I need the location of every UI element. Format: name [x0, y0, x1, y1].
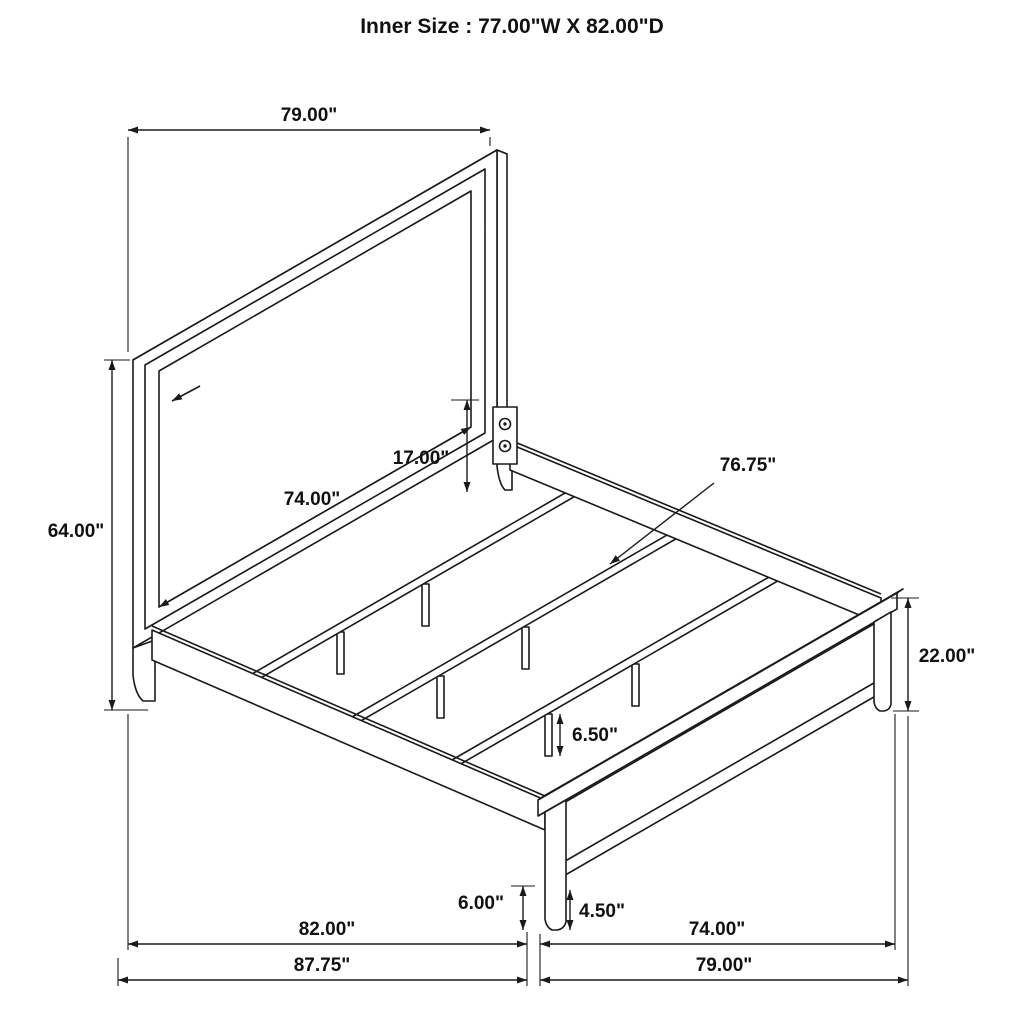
footboard-cap [537, 592, 898, 817]
dim-label-side-rail-length: 82.00" [299, 919, 356, 940]
dim-label-overall-width: 79.00" [696, 955, 753, 976]
rail-bracket [492, 406, 518, 465]
dim-label-footboard-width: 74.00" [689, 919, 746, 940]
footboard-bottom-rail-line [547, 675, 887, 872]
bracket-plate [492, 406, 518, 465]
dim-footboard-width: 74.00" [540, 919, 895, 948]
headboard-side-face [496, 149, 508, 445]
left-side-rail [151, 629, 546, 831]
dim-label-overall-depth: 87.75" [294, 955, 351, 976]
bed-drawing [132, 149, 904, 931]
slat-leg [544, 713, 553, 757]
slat-rail-2 [351, 519, 694, 727]
slat-rails [251, 477, 796, 770]
dim-side-rail-length: 82.00" [128, 919, 527, 948]
dim-slat-leg-height: 6.50" [556, 714, 618, 756]
dim-label-headboard-height: 64.00" [48, 521, 105, 542]
bottom-extension-lines [117, 714, 909, 986]
headboard [132, 149, 513, 702]
dim-label-slat-leg-height: 6.50" [572, 725, 618, 746]
dim-leg-height: 6.00" [458, 885, 535, 930]
dim-footboard-height: 22.00" [891, 597, 976, 712]
dim-label-footboard-height: 22.00" [919, 646, 976, 667]
dim-overall-width: 79.00" [540, 955, 908, 984]
headboard-frame-inner-line [144, 168, 486, 630]
right-side-rail-top-edge [509, 439, 882, 595]
diagram-title: Inner Size : 77.00"W X 82.00"D [360, 15, 664, 38]
bracket-bolt-icon [498, 417, 512, 431]
headboard-left-leg [132, 639, 156, 702]
footboard [537, 588, 904, 931]
footboard-panel [547, 616, 887, 886]
dim-headboard-height: 64.00" [48, 359, 148, 711]
dim-label-panel-width: 74.00" [284, 489, 341, 510]
bracket-bolt-center [503, 422, 507, 426]
dim-headboard-width: 79.00" [127, 105, 491, 352]
slat-leg [336, 631, 345, 675]
dim-slat-rail-length: 76.75" [609, 455, 777, 565]
dimension-arrow [158, 426, 472, 608]
slat-leg [421, 583, 430, 627]
footboard-left-post [544, 799, 567, 931]
dim-overall-depth: 87.75" [118, 955, 527, 984]
dim-label-panel-height: 17.00" [393, 448, 450, 469]
leader-arrow [609, 482, 715, 565]
dim-panel-width: 74.00" [158, 426, 472, 608]
bracket-bolt-center [503, 444, 507, 448]
dim-label-headboard-width: 79.00" [281, 105, 338, 126]
dim-floor-clearance: 4.50" [566, 890, 625, 930]
left-side-rail-top-edge [151, 625, 546, 797]
dimension-annotations: 79.00" 64.00" 17.00" 74.00" 76.75" [48, 105, 976, 986]
slat-leg [436, 675, 445, 719]
dim-label-slat-rail-length: 76.75" [720, 455, 777, 476]
slat-leg [631, 663, 640, 707]
footboard-right-post [873, 611, 892, 712]
panel-glare-mark [171, 385, 201, 402]
bracket-bolt-icon [498, 439, 512, 453]
dim-label-leg-height: 6.00" [458, 893, 504, 914]
dim-label-floor-clearance: 4.50" [579, 901, 625, 922]
slat-leg [521, 626, 530, 670]
